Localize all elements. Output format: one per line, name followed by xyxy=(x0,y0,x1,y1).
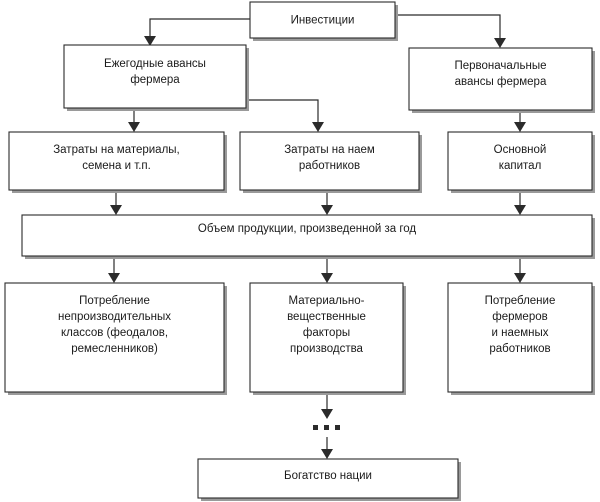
node-potreblenie-fermerov[interactable]: Потребление фермеров и наемных работнико… xyxy=(447,282,595,395)
node-ezhegodnye-avansy-line-0: Ежегодные авансы xyxy=(104,58,206,70)
node-potreblenie-neproizvoditelnyh-line-1: непроизводительных xyxy=(58,311,171,323)
conn-zatraty-materialy-to-obem xyxy=(110,190,122,215)
node-bogatstvo-natsii[interactable]: Богатство нации xyxy=(197,458,461,501)
node-ezhegodnye-avansy-line-1: фермера xyxy=(130,74,180,86)
conn-investitsii-to-ezhegodnye xyxy=(144,18,250,46)
conn-obem-to-materialno xyxy=(321,256,333,283)
node-potreblenie-neproizvoditelnyh-line-3: ремесленников) xyxy=(71,343,158,355)
node-pervonachalnye-avansy-line-1: авансы фермера xyxy=(455,76,547,88)
node-zatraty-naem[interactable]: Затраты на наем работников xyxy=(239,131,422,193)
conn-pervonachalnye-to-osnovnoy xyxy=(514,110,526,132)
node-zatraty-naem-line-1: работников xyxy=(299,160,360,172)
node-ezhegodnye-avansy[interactable]: Ежегодные авансы фермера xyxy=(63,44,249,111)
conn-ezhegodnye-to-zatraty-naem xyxy=(246,99,324,132)
node-potreblenie-fermerov-line-0: Потребление xyxy=(485,295,556,307)
node-osnovnoy-kapital[interactable]: Основной капитал xyxy=(447,131,595,193)
node-potreblenie-fermerov-line-3: работников xyxy=(489,343,550,355)
node-potreblenie-neproizvoditelnyh-line-0: Потребление xyxy=(79,295,150,307)
node-zatraty-naem-line-0: Затраты на наем xyxy=(284,144,375,156)
conn-ellipsis-to-bogatstvo xyxy=(321,437,333,459)
node-zatraty-materialy-line-1: семена и т.п. xyxy=(82,160,151,172)
node-bogatstvo-natsii-line-0: Богатство нации xyxy=(284,470,372,482)
node-pervonachalnye-avansy-line-0: Первоначальные xyxy=(454,60,546,72)
node-investitsii[interactable]: Инвестиции xyxy=(249,1,398,41)
connector-layer xyxy=(108,14,526,459)
conn-obem-to-potreblenie-neproizvoditelnyh xyxy=(108,256,120,283)
node-zatraty-materialy-line-0: Затраты на материалы, xyxy=(53,144,180,156)
node-investitsii-line-0: Инвестиции xyxy=(291,15,355,27)
conn-zatraty-naem-to-obem xyxy=(321,190,333,215)
node-obem-produktsii-line-0: Объем продукции, произведенной за год xyxy=(198,223,417,235)
conn-materialno-to-ellipsis xyxy=(321,392,333,419)
node-zatraty-materialy[interactable]: Затраты на материалы, семена и т.п. xyxy=(8,131,227,193)
conn-osnovnoy-to-obem xyxy=(514,190,526,215)
node-materialno-veshchestvennye[interactable]: Материально- вещественные факторы произв… xyxy=(249,282,406,395)
node-osnovnoy-kapital-line-1: капитал xyxy=(499,160,542,172)
node-potreblenie-neproizvoditelnyh-line-2: классов (феодалов, xyxy=(61,327,168,339)
node-materialno-veshchestvennye-line-0: Материально- xyxy=(289,295,365,307)
node-materialno-veshchestvennye-line-3: производства xyxy=(290,343,364,355)
node-osnovnoy-kapital-line-0: Основной xyxy=(494,144,547,156)
conn-ezhegodnye-to-zatraty-materialy xyxy=(128,108,140,132)
node-obem-produktsii[interactable]: Объем продукции, произведенной за год xyxy=(21,214,595,259)
ellipsis-marker xyxy=(313,425,340,430)
node-pervonachalnye-avansy[interactable]: Первоначальные авансы фермера xyxy=(408,47,595,113)
conn-obem-to-potreblenie-fermerov xyxy=(514,256,526,283)
conn-investitsii-to-pervonachalnye xyxy=(395,14,506,48)
node-potreblenie-neproizvoditelnyh[interactable]: Потребление непроизводительных классов (… xyxy=(4,282,227,395)
node-potreblenie-fermerov-line-2: и наемных xyxy=(491,327,548,339)
node-materialno-veshchestvennye-line-2: факторы xyxy=(303,327,350,339)
node-materialno-veshchestvennye-line-1: вещественные xyxy=(287,311,366,323)
node-potreblenie-fermerov-line-1: фермеров xyxy=(492,311,547,323)
